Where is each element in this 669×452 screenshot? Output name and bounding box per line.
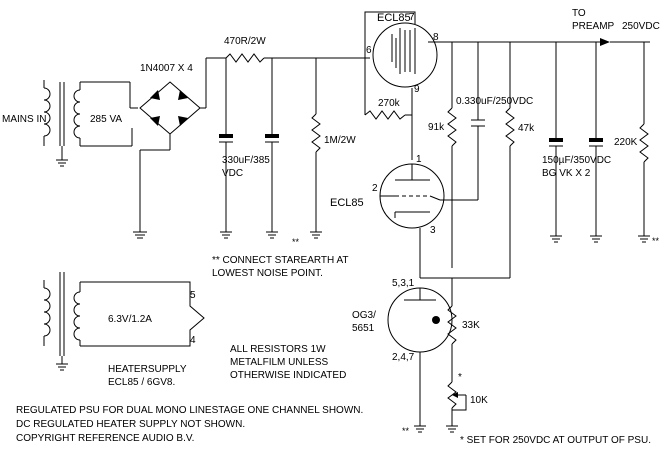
heater-caption-2: ECL85 / 6GV8. (108, 377, 175, 388)
output-voltage-label: 250VDC (622, 21, 660, 32)
pin-8-label: 8 (433, 32, 439, 43)
star-ground-c: ** (402, 426, 410, 436)
coupling-cap-label: 0.330uF/250VDC (456, 96, 533, 107)
resistor-91k-label: 91k (428, 122, 445, 133)
footer-line-1: REGULATED PSU FOR DUAL MONO LINESTAGE ON… (16, 405, 363, 416)
transformer-va-label: 285 VA (90, 114, 122, 125)
output-cap-label-b: BG VK X 2 (542, 168, 591, 179)
star-note-1: ** CONNECT STAREARTH AT (212, 255, 349, 266)
bleeder-resistor-label: 1M/2W (324, 135, 356, 146)
star-ground-a: ** (292, 237, 300, 247)
star-ground-b: ** (652, 236, 660, 246)
heater-pin-4: 4 (190, 335, 196, 346)
output-cap-label: 150µF/350VDC (542, 155, 611, 166)
resistor-note-1: ALL RESISTORS 1W (230, 344, 326, 355)
mains-in-label: MAINS IN (2, 114, 46, 125)
pot-10k-label: 10K (470, 395, 488, 406)
ecl85-top-label: ECL85 (377, 12, 411, 24)
rectifier-label: 1N4007 X 4 (140, 63, 193, 74)
og3-pins-top: 5,3,1 (392, 278, 415, 289)
to-preamp-label-1: TO (572, 8, 586, 19)
pin-3-label: 3 (430, 225, 436, 236)
resistor-note-2: METALFILM UNLESS (230, 357, 328, 368)
og3-name-1: OG3/ (352, 310, 376, 321)
og3-pins-bottom: 2,4,7 (392, 352, 415, 363)
pin-1-label: 1 (416, 154, 422, 165)
ecl85-bottom-label: ECL85 (330, 197, 364, 209)
resistor-note-3: OTHERWISE INDICATED (230, 370, 346, 381)
set-note: * SET FOR 250VDC AT OUTPUT OF PSU. (460, 435, 651, 446)
heater-transformer (43, 272, 81, 371)
heater-pin-5: 5 (190, 290, 196, 301)
feedback-resistor-label: 270k (378, 98, 401, 109)
cap-330-label-b: VDC (222, 168, 243, 179)
to-preamp-label-2: PREAMP (572, 21, 615, 32)
bridge-rectifier (139, 81, 201, 135)
footer-line-3: COPYRIGHT REFERENCE AUDIO B.V. (16, 433, 194, 444)
ecl85-pentode-tube (372, 22, 438, 88)
pin-7-label: 7 (409, 12, 415, 23)
resistor-33k-label: 33K (462, 320, 480, 331)
footer-line-2: DC REGULATED HEATER SUPPLY NOT SHOWN. (16, 419, 245, 430)
heater-va-label: 6.3V/1.2A (108, 314, 152, 325)
cap-330-label: 330uF/385 (222, 155, 270, 166)
og3-regulator-tube (387, 287, 453, 353)
pot-star: * (458, 372, 462, 383)
mains-transformer (43, 80, 81, 167)
heater-caption-1: HEATERSUPPLY (108, 364, 187, 375)
star-note-2: LOWEST NOISE POINT. (212, 268, 323, 279)
resistor-47k-label: 47k (518, 123, 535, 134)
series-resistor-label: 470R/2W (224, 36, 266, 47)
og3-name-2: 5651 (352, 323, 375, 334)
resistor-220k-label: 220K (614, 137, 638, 148)
pin-9-label: 9 (414, 84, 420, 95)
pin-2-label: 2 (372, 183, 378, 194)
pin-6-label: 6 (366, 45, 372, 56)
